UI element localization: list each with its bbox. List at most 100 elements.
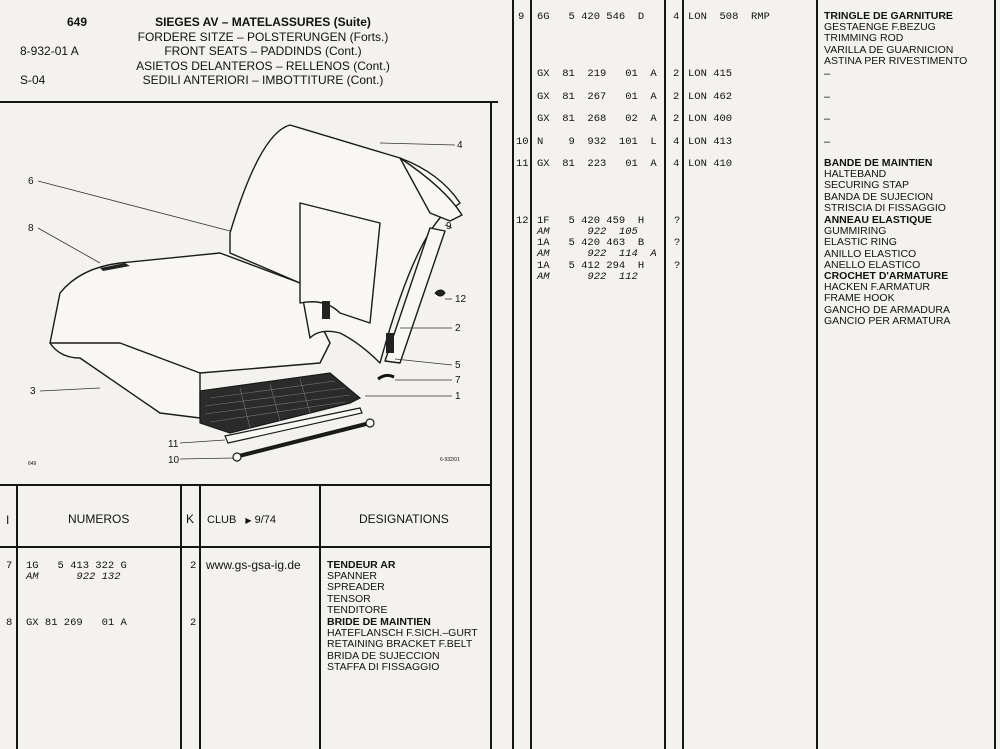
right-row-k: 2 [673, 113, 680, 125]
left-page-right-border [490, 101, 492, 749]
seat-exploded-diagram: 4 6 8 9 12 2 5 7 1 3 11 10 649 6-932/01 [28, 124, 467, 467]
right-row-12c-number: 1A 5 412 294 H [537, 260, 645, 272]
right-row-12b-am: AM 922 114 A [537, 248, 657, 260]
right-page-right-border [994, 0, 996, 749]
elastic-ring-12 [434, 289, 446, 297]
designation-line: TRINGLE DE GARNITURE [824, 10, 953, 22]
designation-line: STAFFA DI FISSAGGIO [327, 660, 440, 673]
right-designations-11: BANDE DE MAINTIEN HALTEBAND SECURING STA… [824, 157, 946, 214]
right-page-left-border [512, 0, 514, 749]
right-row-9-club: LON 508 RMP [688, 11, 770, 23]
right-row-9-number: 6G 5 420 546 D [537, 11, 645, 23]
tensor-8-plate [100, 263, 130, 271]
trimming-rod-10 [234, 421, 371, 459]
designation-line: HALTEBAND [824, 168, 887, 181]
left-col-desig-divider [319, 484, 321, 749]
designation-line: STRISCIA DI FISSAGGIO [824, 201, 946, 214]
left-row-7-k: 2 [190, 560, 197, 572]
designation-dash: – [824, 136, 831, 148]
designation-line: BRIDE DE MAINTIEN [327, 616, 431, 628]
designation-line: GUMMIRING [824, 225, 887, 238]
callout-1: 1 [455, 391, 461, 402]
col-header-i: I [6, 513, 10, 527]
designation-line: HACKEN F.ARMATUR [824, 281, 930, 294]
right-col-k-divider [664, 0, 666, 749]
left-row-7-number: 1G 5 413 322 G [26, 560, 127, 572]
designation-line: HATEFLANSCH F.SICH.–GURT [327, 627, 478, 640]
designation-line: TENDITORE [327, 603, 388, 616]
right-row-number: GX 81 219 01 A [537, 68, 657, 80]
right-row-12c-k: ? [674, 260, 681, 272]
right-row-10-index: 10 [516, 136, 529, 148]
right-row-11-k: 4 [673, 158, 680, 170]
right-row-11-number: GX 81 223 01 A [537, 158, 657, 170]
designation-line: BANDE DE MAINTIEN [824, 157, 933, 169]
page-number: 649 [67, 15, 88, 29]
club-arrow-icon: ▶ [245, 516, 252, 525]
right-row-12b-number: 1A 5 420 463 B [537, 237, 645, 249]
bracket-2 [322, 301, 330, 319]
callout-11: 11 [168, 439, 179, 450]
left-row-8-designations: BRIDE DE MAINTIEN HATEFLANSCH F.SICH.–GU… [327, 616, 478, 673]
right-row-9-index: 9 [518, 11, 525, 23]
left-row-7-club: www.gs-gsa-ig.de [206, 558, 301, 572]
left-col-i-divider [16, 484, 18, 749]
right-row-number: GX 81 267 01 A [537, 91, 657, 103]
designation-line: ANELLO ELASTICO [824, 258, 921, 271]
right-row-11-club: LON 410 [688, 158, 733, 170]
table-header-bottom-rule [0, 546, 492, 548]
designation-line: CROCHET D'ARMATURE [824, 269, 949, 282]
callout-10: 10 [168, 455, 180, 466]
backrest-side [399, 157, 463, 222]
right-designations-12: ANNEAU ELASTIQUE GUMMIRING ELASTIC RING … [824, 214, 951, 327]
right-row-12c-am: AM 922 112 [537, 271, 638, 283]
designation-line: FRAME HOOK [824, 292, 895, 305]
designation-dash: – [824, 113, 831, 125]
rod-end-10b [365, 418, 375, 428]
right-row-9-k: 4 [673, 11, 680, 23]
left-row-7-index: 7 [6, 560, 13, 572]
header-bottom-rule [0, 101, 498, 103]
callout-2: 2 [455, 323, 461, 334]
right-row-k: 2 [673, 68, 680, 80]
section-code: S-04 [20, 73, 46, 87]
figure-bottom-rule [0, 484, 492, 486]
designation-line: SPANNER [327, 570, 377, 583]
designation-line: SECURING STAP [824, 179, 909, 192]
right-col-club-divider [682, 0, 684, 749]
designation-dash: – [824, 91, 831, 103]
figure-tag-right: 6-932/01 [440, 457, 460, 463]
right-designations-9: TRINGLE DE GARNITURE GESTAENGE F.BEZUG T… [824, 10, 967, 67]
rod-end-10 [232, 452, 242, 462]
trimming-rod-11 [224, 407, 363, 444]
col-header-k: K [186, 512, 195, 526]
title-fr: SIEGES AV – MATELASSURES (Suite) [155, 15, 371, 29]
designation-line: TENDEUR AR [327, 559, 396, 571]
title-es: ASIETOS DELANTEROS – RELLENOS (Cont.) [136, 58, 390, 73]
callout-5: 5 [455, 360, 461, 371]
left-row-8-k: 2 [190, 617, 197, 629]
designation-line: GANCHO DE ARMADURA [824, 303, 951, 316]
right-col-i-divider [530, 0, 532, 749]
title-de: FORDERE SITZE – POLSTERUNGEN (Forts.) [137, 29, 389, 44]
designation-line: ELASTIC RING [824, 236, 897, 249]
designation-line: GESTAENGE F.BEZUG [824, 21, 936, 34]
right-row-10-number: N 9 932 101 L [537, 136, 657, 148]
bracket-5 [386, 333, 394, 353]
ref-code: 8-932-01 A [20, 44, 79, 58]
designation-line: SPREADER [327, 581, 385, 594]
right-row-number: GX 81 268 02 A [537, 113, 657, 125]
callout-6: 6 [28, 176, 34, 187]
right-row-10-club: LON 413 [688, 136, 733, 148]
designation-dash: – [824, 68, 831, 80]
header-titles: SIEGES AV – MATELASSURES (Suite) FORDERE… [118, 15, 408, 88]
right-row-11-index: 11 [516, 158, 529, 170]
left-col-k-divider [180, 484, 182, 749]
designation-line: RETAINING BRACKET F.BELT [327, 638, 473, 651]
callout-3: 3 [30, 386, 36, 397]
right-row-club: LON 400 [688, 113, 733, 125]
left-row-7-sub: AM 922 132 [26, 571, 121, 583]
designation-line: ANILLO ELASTICO [824, 247, 917, 260]
right-row-12-index: 12 [516, 215, 529, 227]
designation-line: ANNEAU ELASTIQUE [824, 214, 932, 226]
